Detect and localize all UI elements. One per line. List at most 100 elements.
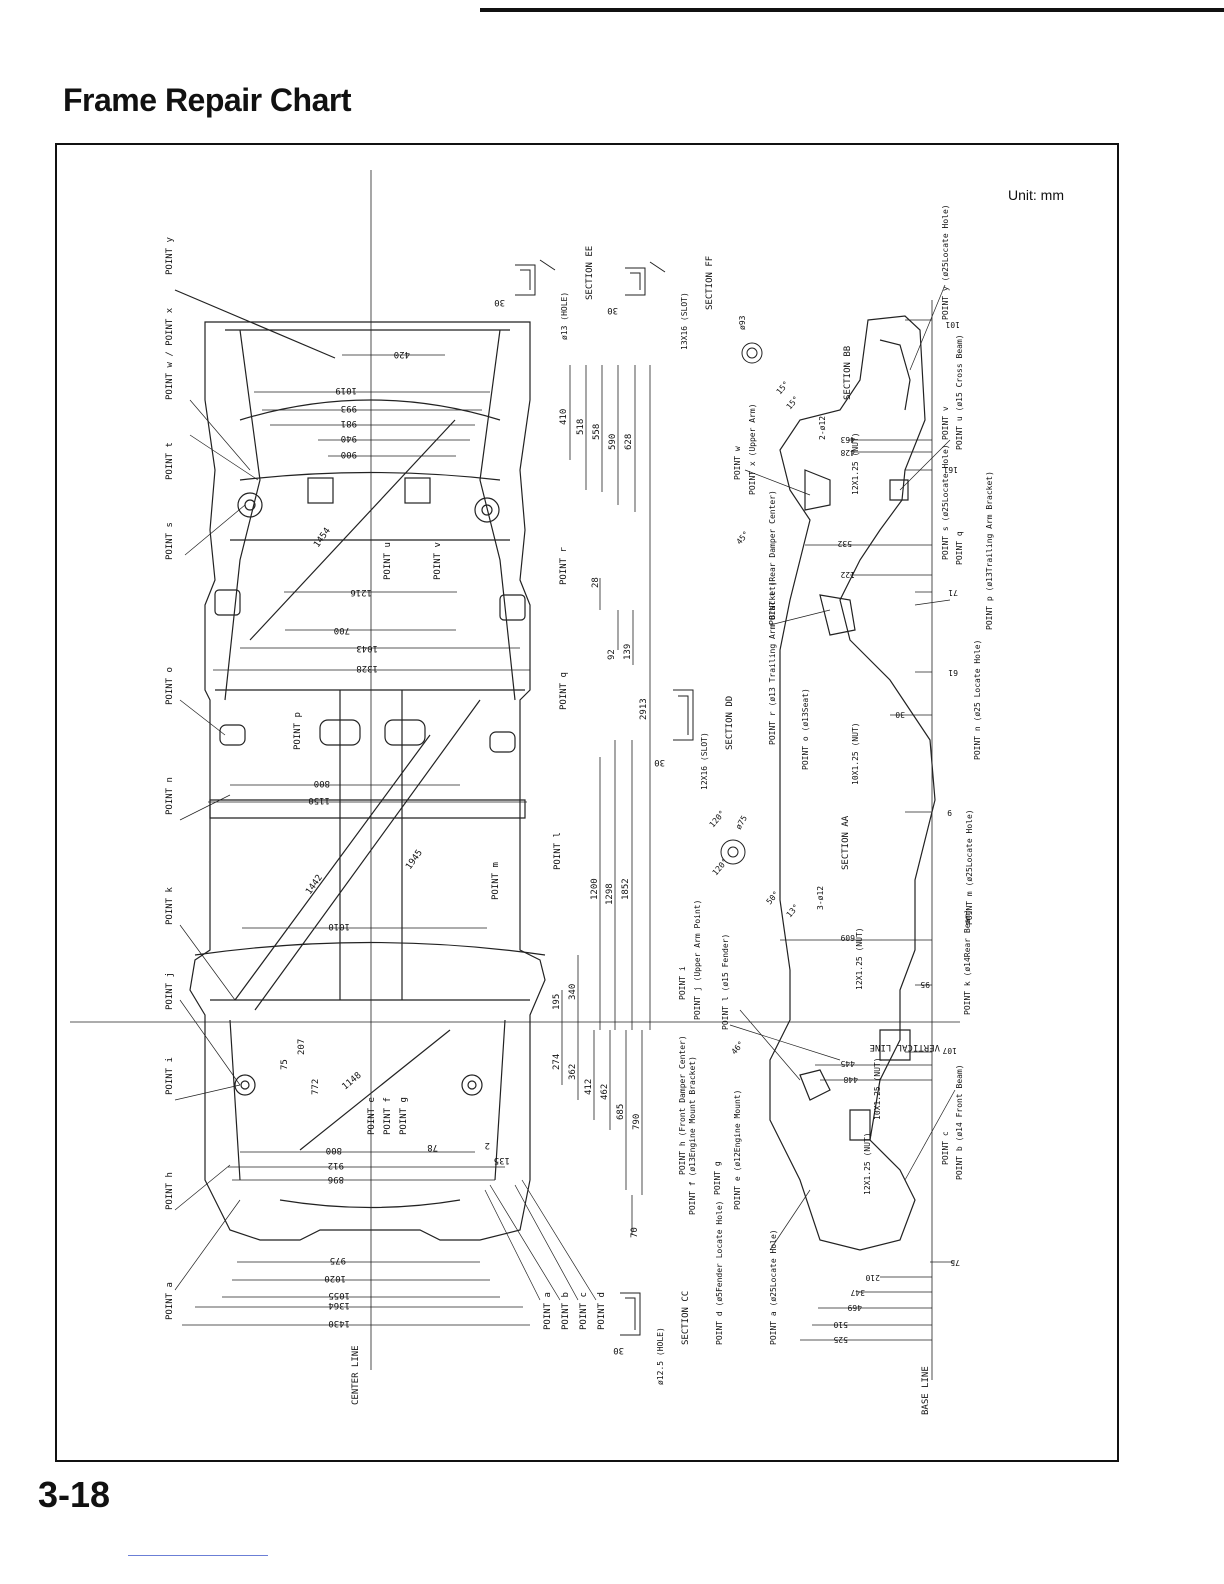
side-dimension: 101 — [945, 320, 960, 329]
length-dimension: 518 — [576, 419, 586, 435]
side-dimension: 75 — [950, 1258, 960, 1267]
angle-label: 120° — [711, 857, 730, 878]
side-view-label: POINT b (ø14 Front Beam) — [955, 1064, 964, 1180]
side-view-label: POINT o (ø13Seat) — [801, 688, 810, 770]
side-dimension: 525 — [833, 1335, 848, 1344]
base-line-label: BASE LINE — [921, 1366, 931, 1415]
side-view-label: POINT s (ø25Locate Hole) — [941, 444, 950, 560]
side-dimension: 12X1.25 (NUT) — [851, 432, 860, 495]
width-dimension: 1430 — [328, 1318, 350, 1328]
section-label: SECTION BB — [843, 346, 853, 400]
side-dimension: 161 — [943, 465, 958, 474]
width-dimension: 420 — [394, 349, 410, 359]
side-view-label: POINT n (ø25 Locate Hole) — [973, 640, 982, 760]
side-view-label: POINT l (ø15 Fender) — [721, 934, 730, 1030]
side-view-label: POINT u (ø15 Cross Beam) — [955, 334, 964, 450]
side-view-label: POINT x (Upper Arm) — [748, 403, 757, 495]
length-dimension: 410 — [559, 409, 569, 425]
point-label: POINT g — [399, 1097, 409, 1135]
side-dimension: 448 — [843, 1075, 858, 1084]
width-dimension: 900 — [341, 449, 357, 459]
point-label: POINT f — [383, 1097, 393, 1135]
section-note: 12X16 (SLOT) — [700, 732, 709, 790]
side-view-label: POINT i — [678, 966, 687, 1000]
angle-label: 45° — [735, 529, 751, 546]
side-view-label: POINT h (Front Damper Center) — [678, 1035, 687, 1175]
length-dimension: 139 — [623, 644, 633, 660]
angle-label: 120° — [708, 809, 727, 830]
side-dimension: 532 — [837, 539, 852, 548]
point-label: POINT h — [165, 1172, 175, 1210]
side-dimension: 10X1.25 (NUT) — [873, 1057, 882, 1120]
length-dimension: 362 — [568, 1064, 578, 1080]
angle-label: 50° — [765, 889, 781, 906]
point-label: POINT t — [165, 442, 175, 480]
section-note: 2-ø12 — [818, 416, 827, 440]
length-dimension: 462 — [600, 1084, 610, 1100]
width-dimension: 1364 — [328, 1300, 350, 1310]
side-view-label: POINT y (ø25Locate Hole) — [941, 204, 950, 320]
side-view-label: POINT c — [941, 1131, 950, 1165]
point-label: POINT k — [165, 886, 175, 925]
section-label: SECTION CC — [681, 1291, 691, 1345]
section-dimension: ø75 — [734, 814, 749, 831]
small-dimension: 2 — [485, 1140, 490, 1150]
width-dimension: 1020 — [324, 1273, 346, 1283]
diagonal-dimension: 1945 — [404, 848, 425, 872]
section-note: ø12.5 (HOLE) — [656, 1327, 665, 1385]
side-view-label: POINT g — [713, 1161, 722, 1195]
center-line-label: CENTER LINE — [351, 1345, 361, 1405]
length-dimension: 195 — [552, 994, 562, 1010]
side-dimension: 12X1.25 (NUT) — [855, 927, 864, 990]
vertical-line-label: VERTICAL LINE — [870, 1042, 940, 1052]
side-view-label: POINT m (ø25Locate Hole) — [965, 809, 974, 925]
length-dimension: 1298 — [605, 883, 615, 905]
side-view-label: POINT d (ø5Fender Locate Hole) — [715, 1201, 724, 1346]
section-note: 3-ø12 — [816, 886, 825, 910]
point-label: POINT m — [491, 862, 501, 900]
point-label: POINT w / POINT x — [165, 307, 175, 400]
side-dimension: 30 — [895, 710, 905, 719]
width-dimension: 1216 — [350, 587, 372, 597]
diagonal-dimension: 1454 — [312, 526, 333, 550]
width-dimension: 912 — [328, 1160, 344, 1170]
diagram-frame — [55, 143, 1119, 1462]
side-view-label: POINT a (ø25Locate Hole) — [769, 1229, 778, 1345]
width-dimension: 1019 — [335, 385, 357, 395]
section-dimension: 30 — [654, 757, 665, 767]
point-label: POINT p — [293, 712, 303, 750]
side-dimension: 210 — [865, 1273, 880, 1282]
width-dimension: 1150 — [308, 795, 330, 805]
side-view-label: POINT t (Rear Damper Center) — [768, 490, 777, 625]
angle-label: 15° — [785, 394, 801, 411]
length-dimension: 70 — [630, 1227, 640, 1238]
point-label: POINT v — [433, 542, 443, 580]
side-view-label: POINT j (Upper Arm Point) — [693, 900, 702, 1020]
angle-label: 13° — [785, 902, 801, 919]
unit-label: Unit: mm — [1008, 187, 1064, 203]
side-dimension: 122 — [840, 570, 855, 579]
point-label: POINT q — [559, 672, 569, 710]
side-dimension: 10X1.25 (NUT) — [851, 722, 860, 785]
footer-link-underline — [128, 1555, 268, 1556]
side-dimension: 61 — [948, 668, 958, 677]
side-view-label: POINT q — [955, 531, 964, 565]
length-dimension: 790 — [632, 1114, 642, 1130]
point-label: POINT i — [165, 1057, 175, 1095]
small-dimension: 78 — [427, 1142, 438, 1152]
small-dimension: 135 — [494, 1155, 510, 1165]
side-dimension: 463 — [840, 435, 855, 444]
width-dimension: 1328 — [356, 663, 378, 673]
point-label: POINT y — [165, 236, 175, 275]
angle-label: 46° — [730, 1039, 746, 1056]
side-dimension: 469 — [847, 1303, 862, 1312]
side-view-label: POINT p (ø13Trailing Arm Bracket) — [985, 471, 994, 630]
section-label: SECTION FF — [705, 256, 715, 310]
width-dimension: 896 — [328, 1174, 344, 1184]
side-view-label: POINT e (ø12Engine Mount) — [733, 1090, 742, 1210]
length-dimension: 340 — [568, 984, 578, 1000]
point-label: POINT o — [165, 667, 175, 705]
section-note: 13X16 (SLOT) — [680, 292, 689, 350]
side-view-label: POINT v — [941, 406, 950, 440]
section-label: SECTION DD — [725, 696, 735, 750]
